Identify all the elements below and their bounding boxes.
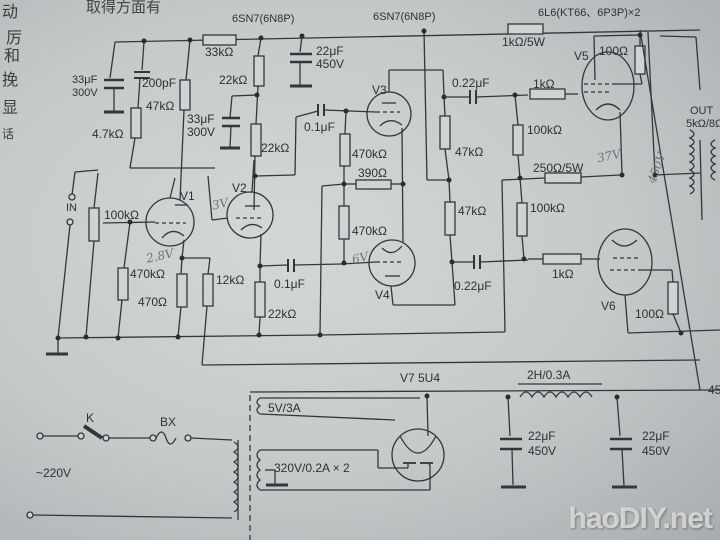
output-transformer-primary	[688, 129, 695, 195]
filter-cap-2-voltage: 450V	[642, 444, 671, 458]
r-250-5w: 250Ω/5W	[533, 161, 584, 175]
c-0u1-top: 0.1μF	[304, 120, 335, 134]
r-12k: 12kΩ	[216, 273, 245, 287]
r-22k-c: 22kΩ	[268, 307, 297, 321]
annotation-v4-grid: 6V	[350, 249, 370, 267]
margin-text-6: 话	[2, 127, 15, 141]
filament-winding	[256, 397, 262, 415]
tube-v4	[368, 239, 416, 287]
r-100-top: 100Ω	[599, 44, 628, 58]
input-label: IN	[66, 202, 77, 214]
r-470-cathode: 470Ω	[138, 295, 167, 309]
fuse-bx-label: BX	[160, 415, 177, 429]
tube-v3-label: V3	[372, 83, 387, 97]
tube-v5-label: V5	[574, 49, 589, 63]
output-transformer-impedance: 5kΩ/8Ω	[686, 118, 720, 130]
tube-v7-5u4	[391, 428, 445, 482]
switch-k	[82, 424, 104, 440]
c-33u-mid: 33μF	[187, 112, 215, 126]
r-470k-bot: 470kΩ	[352, 224, 387, 238]
r-100-bot: 100Ω	[635, 307, 664, 321]
tube-v1-label: V1	[180, 189, 195, 203]
tube-v4-label: V4	[375, 288, 390, 302]
filter-cap-2: 22μF	[642, 429, 670, 443]
c-0u1-bot: 0.1μF	[274, 277, 305, 291]
r-22k-a: 22kΩ	[219, 73, 248, 87]
choke-2h	[519, 391, 593, 399]
tube-v2-label: V2	[232, 181, 247, 195]
c-0u22-bot: 0.22μF	[454, 279, 492, 293]
mains-voltage: ~220V	[36, 466, 72, 480]
rectifier-label: V7 5U4	[400, 371, 441, 385]
choke-label: 2H/0.3A	[527, 368, 571, 382]
resistor-1k-5w	[507, 23, 544, 35]
resistor-33k	[202, 34, 237, 46]
c-33u-mid-voltage: 300V	[187, 125, 216, 139]
resistor-47k-left	[179, 79, 191, 111]
r-470k-top: 470kΩ	[352, 147, 387, 161]
c-22u-top: 22μF	[316, 44, 344, 58]
potentiometer-100k	[88, 207, 100, 242]
r-22k-b: 22kΩ	[261, 141, 290, 155]
r-47k-left: 47kΩ	[146, 99, 175, 113]
driver-tube-type-right: 6SN7(6N8P)	[373, 11, 436, 23]
tube-v6-label: V6	[601, 299, 616, 313]
driver-tube-type-left: 6SN7(6N8P)	[232, 13, 295, 25]
margin-text-5: 显	[2, 98, 19, 117]
hv-node-label: 45	[708, 383, 720, 397]
r-47k-a: 47kΩ	[455, 145, 484, 159]
c-33u-left-voltage: 300V	[72, 87, 98, 99]
r-100k-bot: 100kΩ	[530, 201, 565, 215]
r-1k-top: 1kΩ	[533, 77, 555, 91]
tube-v6	[597, 228, 653, 296]
fuse-bx	[155, 431, 177, 445]
watermark: haoDIY.net	[568, 502, 713, 535]
c-33u-left: 33μF	[72, 74, 98, 86]
r-47k-b: 47kΩ	[458, 204, 487, 218]
resistor-22k-a	[253, 55, 265, 87]
margin-text-2: 厉	[6, 28, 23, 47]
margin-text-3: 和	[4, 46, 21, 65]
r-1k-5w: 1kΩ/5W	[502, 35, 545, 49]
output-tube-type: 6L6(KT66、6P3P)×2	[538, 7, 641, 19]
r-4k7: 4.7kΩ	[92, 127, 124, 141]
c-22u-top-voltage: 450V	[316, 57, 345, 71]
filter-cap-1: 22μF	[528, 429, 556, 443]
hv-winding	[256, 449, 262, 491]
c-0u22-top: 0.22μF	[452, 76, 490, 90]
tube-v2	[226, 191, 274, 239]
output-transformer-label: OUT	[690, 105, 714, 117]
filter-cap-1-voltage: 450V	[528, 444, 557, 458]
margin-text-1: 动	[2, 2, 19, 21]
tube-v3	[366, 91, 412, 137]
r-470k-grid: 470kΩ	[130, 267, 165, 281]
resistor-4k7	[130, 107, 142, 139]
tube-v5	[581, 51, 635, 121]
r-33k: 33kΩ	[205, 45, 234, 59]
resistor-22k-b	[250, 123, 262, 157]
c-200p: 200pF	[142, 76, 177, 90]
hv-winding-label: 320V/0.2A × 2	[274, 461, 350, 475]
annotation-v2-grid: 3V	[210, 195, 230, 213]
filament-winding-label: 5V/3A	[268, 401, 301, 415]
switch-k-label: K	[86, 411, 95, 425]
heading-fragment: 取得方面有	[86, 0, 162, 16]
r-390: 390Ω	[358, 166, 387, 180]
mains-primary	[232, 441, 239, 513]
pot-100k: 100kΩ	[104, 208, 139, 222]
r-100k-top: 100kΩ	[527, 123, 562, 137]
margin-text-4: 挽	[2, 70, 19, 89]
r-1k-bot: 1kΩ	[552, 267, 574, 281]
